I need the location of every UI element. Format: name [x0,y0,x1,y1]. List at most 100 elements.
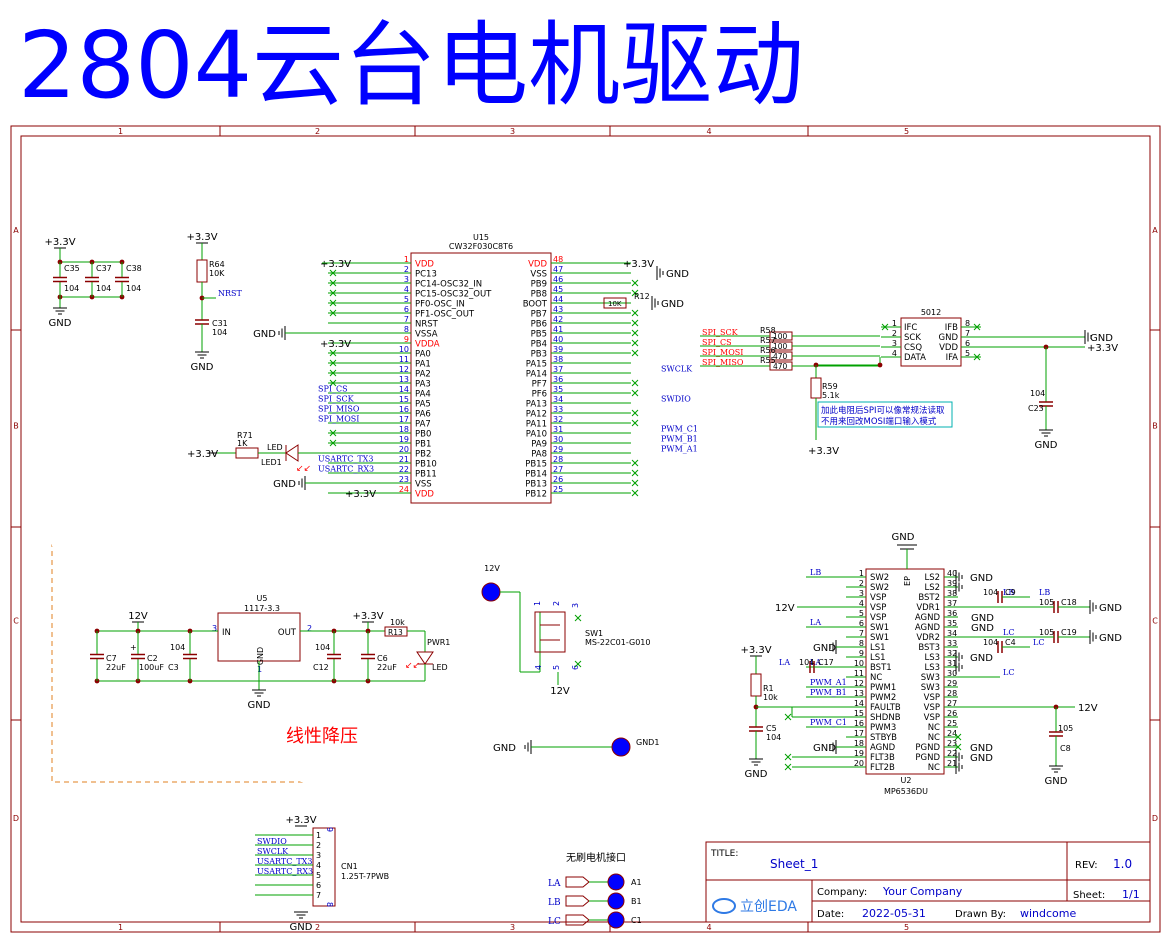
led-value: LED [267,443,283,452]
mcu-pin-name: PC13 [415,270,437,280]
mcu-pin-number: 26 [553,475,563,484]
power-label: +3.3V [320,259,351,270]
resistor-r71 [235,447,259,459]
driver-pin-name: FLT3B [870,753,895,763]
net-label: PWM_B1 [661,435,698,444]
frame-row-label: B [13,422,19,431]
net-label: LA [810,658,821,667]
mcu-pin-name: PA14 [526,370,547,380]
mcu-pin-number: 45 [553,285,563,294]
capacitor-ref: C7 [106,654,117,663]
mcu-pin-name: PA2 [415,370,431,380]
ground-label: GND [1090,333,1113,344]
mcu-pin-number: 19 [399,435,409,444]
mcu-pin-number: 8 [404,325,409,334]
lceda-logo-icon [712,898,736,914]
capacitor-ref: C31 [212,319,228,328]
test-pad-12v [481,582,501,602]
test-pad-ref: GND1 [636,738,659,747]
capacitor-value: 22uF [377,663,397,672]
mcu-pin-number: 32 [553,415,563,424]
driver-pin-name: BST2 [918,593,940,603]
mcu-pin-number: 33 [553,405,563,414]
driver-pin-name: SW3 [921,673,940,683]
mcu-pin-name: PB4 [531,340,547,350]
date-value: 2022-05-31 [862,907,926,920]
no-connect-mark [631,479,639,487]
connector-pin-number: 5 [316,871,321,880]
no-connect-mark [574,614,582,622]
encoder-pin-name: VDD [939,343,958,353]
resistor-value: 100 [773,342,788,351]
net-label: SWCLK [257,847,289,856]
ground-label: GND [970,743,993,754]
capacitor-value: 104 [766,733,781,742]
driver-pin-number: 8 [859,639,864,648]
resistor-value: 10K [608,300,622,308]
resistor-r59 [810,377,822,399]
motor-caption: 无刷电机接口 [566,851,626,864]
no-connect-mark [631,289,639,297]
driver-pin-name: AGND [915,613,941,623]
capacitor-ref: C35 [64,264,80,273]
mcu-pin-name: PB5 [531,330,547,340]
resistor-ref: R64 [209,260,225,269]
driver-pin-number: 2 [859,579,864,588]
driver-u2-body [865,568,945,775]
capacitor-ref: C8 [1060,744,1071,753]
rev-label: REV: [1075,860,1098,871]
net-label-spi: SPI_SCK [702,328,739,337]
mcu-pin-name: PB12 [525,490,547,500]
net-label: LA [810,618,821,627]
resistor-value: 470 [773,352,788,361]
power-label: +3.3V [285,815,316,826]
net-label: SPI_SCK [318,395,355,404]
net-label: LB [810,568,821,577]
led-icon [285,444,299,462]
ground-label: GND [273,479,296,490]
net-port-flag [565,876,590,888]
ground-label: GND [1035,440,1058,451]
net-label: SWCLK [661,365,693,374]
driver-pin-number: 25 [947,719,957,728]
frame-column-label: 2 [315,127,320,136]
frame-column-label: 5 [904,127,909,136]
no-connect-mark [631,389,639,397]
rev-value: 1.0 [1113,857,1132,871]
frame-row-label: D [13,814,19,823]
mcu-pin-name: VSS [530,270,547,280]
no-connect-mark [329,299,337,307]
connector-pin-number: 2 [316,841,321,850]
power-label: +3.3V [740,645,771,656]
driver-pin-number: 38 [947,589,957,598]
ground-label: GND [892,532,915,543]
ground-label: GND [745,769,768,780]
net-label: LC [1033,638,1044,647]
resistor-value: 100 [773,332,788,341]
capacitor-ref: C2 [147,654,158,663]
ldo-pin-name: GND [256,647,265,665]
power-label: 12V [484,564,500,573]
ground-label: GND [971,613,994,624]
mcu-pin-name: PA4 [415,390,431,400]
capacitor-value: 22uF [106,663,126,672]
mcu-pin-name: PC14-OSC32_IN [415,280,482,290]
no-connect-mark [954,743,962,751]
driver-pin-number: 5 [859,609,864,618]
capacitor-value: 105 [1058,724,1073,733]
net-label: USARTC_TX3 [257,857,312,866]
driver-pin-number: 39 [947,579,957,588]
ground-label: GND [1099,603,1122,614]
mcu-pin-number: 14 [399,385,409,394]
mcu-pin-number: 15 [399,395,409,404]
test-pad-gnd1 [611,737,631,757]
mcu-pin-name: PA0 [415,350,431,360]
capacitor-value: 104 [126,284,141,293]
driver-pin-number: 7 [859,629,864,638]
no-connect-mark [631,459,639,467]
encoder-pin-number: 5 [965,349,970,358]
capacitor-ref: C3 [168,663,179,672]
motor-terminal-pad [607,873,625,891]
sheet-label: Sheet: [1073,890,1105,901]
ground-label: GND [813,643,836,654]
